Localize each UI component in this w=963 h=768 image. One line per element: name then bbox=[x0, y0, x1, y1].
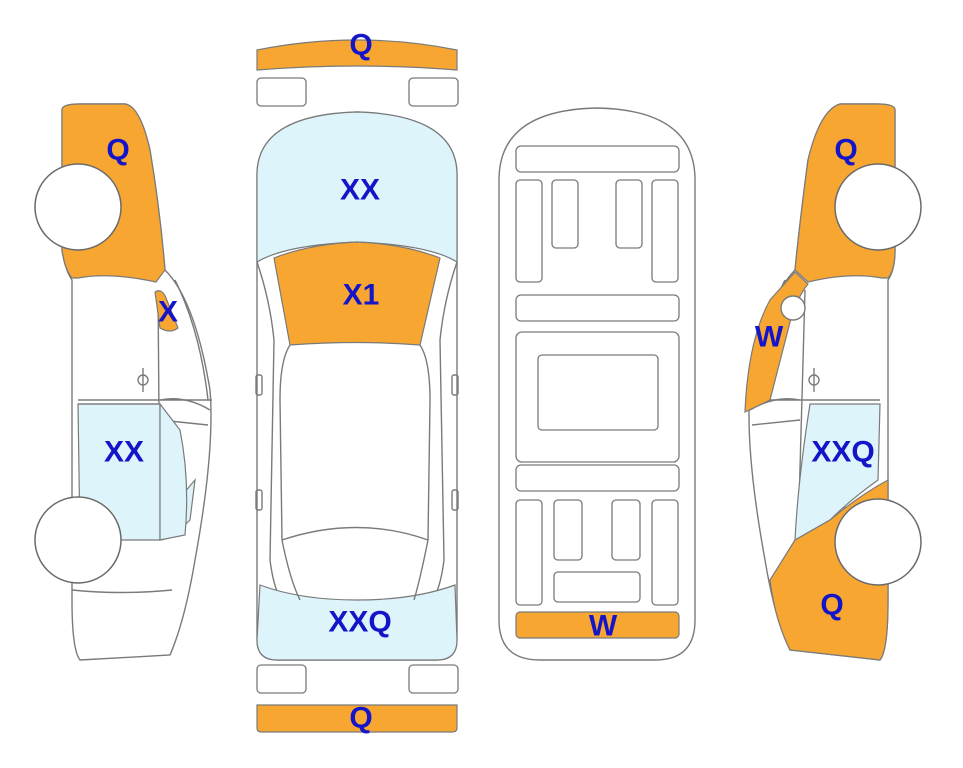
code-label-right-rear-quarter: Q bbox=[820, 589, 843, 622]
left-front-wheel bbox=[34, 163, 122, 251]
top-windshield-damage bbox=[256, 111, 458, 264]
top-rear-bumper-damage bbox=[256, 704, 458, 733]
code-label-left-a-pillar: X bbox=[158, 296, 178, 329]
left-side-view bbox=[34, 103, 212, 661]
top-front-left-lamp bbox=[256, 77, 307, 107]
code-label-right-rear-door-glass: XXQ bbox=[811, 436, 874, 469]
code-label-top-windshield: XX bbox=[340, 174, 380, 207]
right-front-wheel bbox=[834, 163, 922, 251]
right-side-view bbox=[744, 103, 922, 661]
code-label-right-a-pillar: W bbox=[755, 321, 784, 354]
code-label-top-rear-bumper: Q bbox=[349, 702, 372, 735]
top-rear-left-lamp bbox=[256, 664, 307, 694]
code-label-left-rear-door-glass: XX bbox=[104, 436, 144, 469]
left-a-pillar-damage bbox=[154, 290, 179, 332]
underside-rear-panel-damage bbox=[515, 611, 680, 639]
top-rear-glass-damage bbox=[256, 584, 458, 661]
top-hood-damage bbox=[273, 241, 441, 346]
underside-view bbox=[498, 107, 696, 661]
right-rear-wheel bbox=[834, 498, 922, 586]
top-rear-right-lamp bbox=[408, 664, 459, 694]
code-label-top-hood: X1 bbox=[343, 279, 380, 312]
damage-code-labels: Q X XX Q XX X1 XXQ Q W Q W XXQ Q bbox=[104, 29, 875, 735]
code-label-top-rear-glass: XXQ bbox=[328, 606, 391, 639]
code-label-right-front-fender: Q bbox=[834, 134, 857, 167]
code-label-left-front-fender: Q bbox=[106, 134, 129, 167]
code-label-top-front-bumper: Q bbox=[349, 29, 372, 62]
left-rear-wheel bbox=[34, 496, 122, 584]
code-label-underside-rear-panel: W bbox=[589, 610, 618, 643]
top-view bbox=[255, 39, 459, 733]
top-front-bumper-damage bbox=[256, 39, 458, 71]
top-front-right-lamp bbox=[408, 77, 459, 107]
